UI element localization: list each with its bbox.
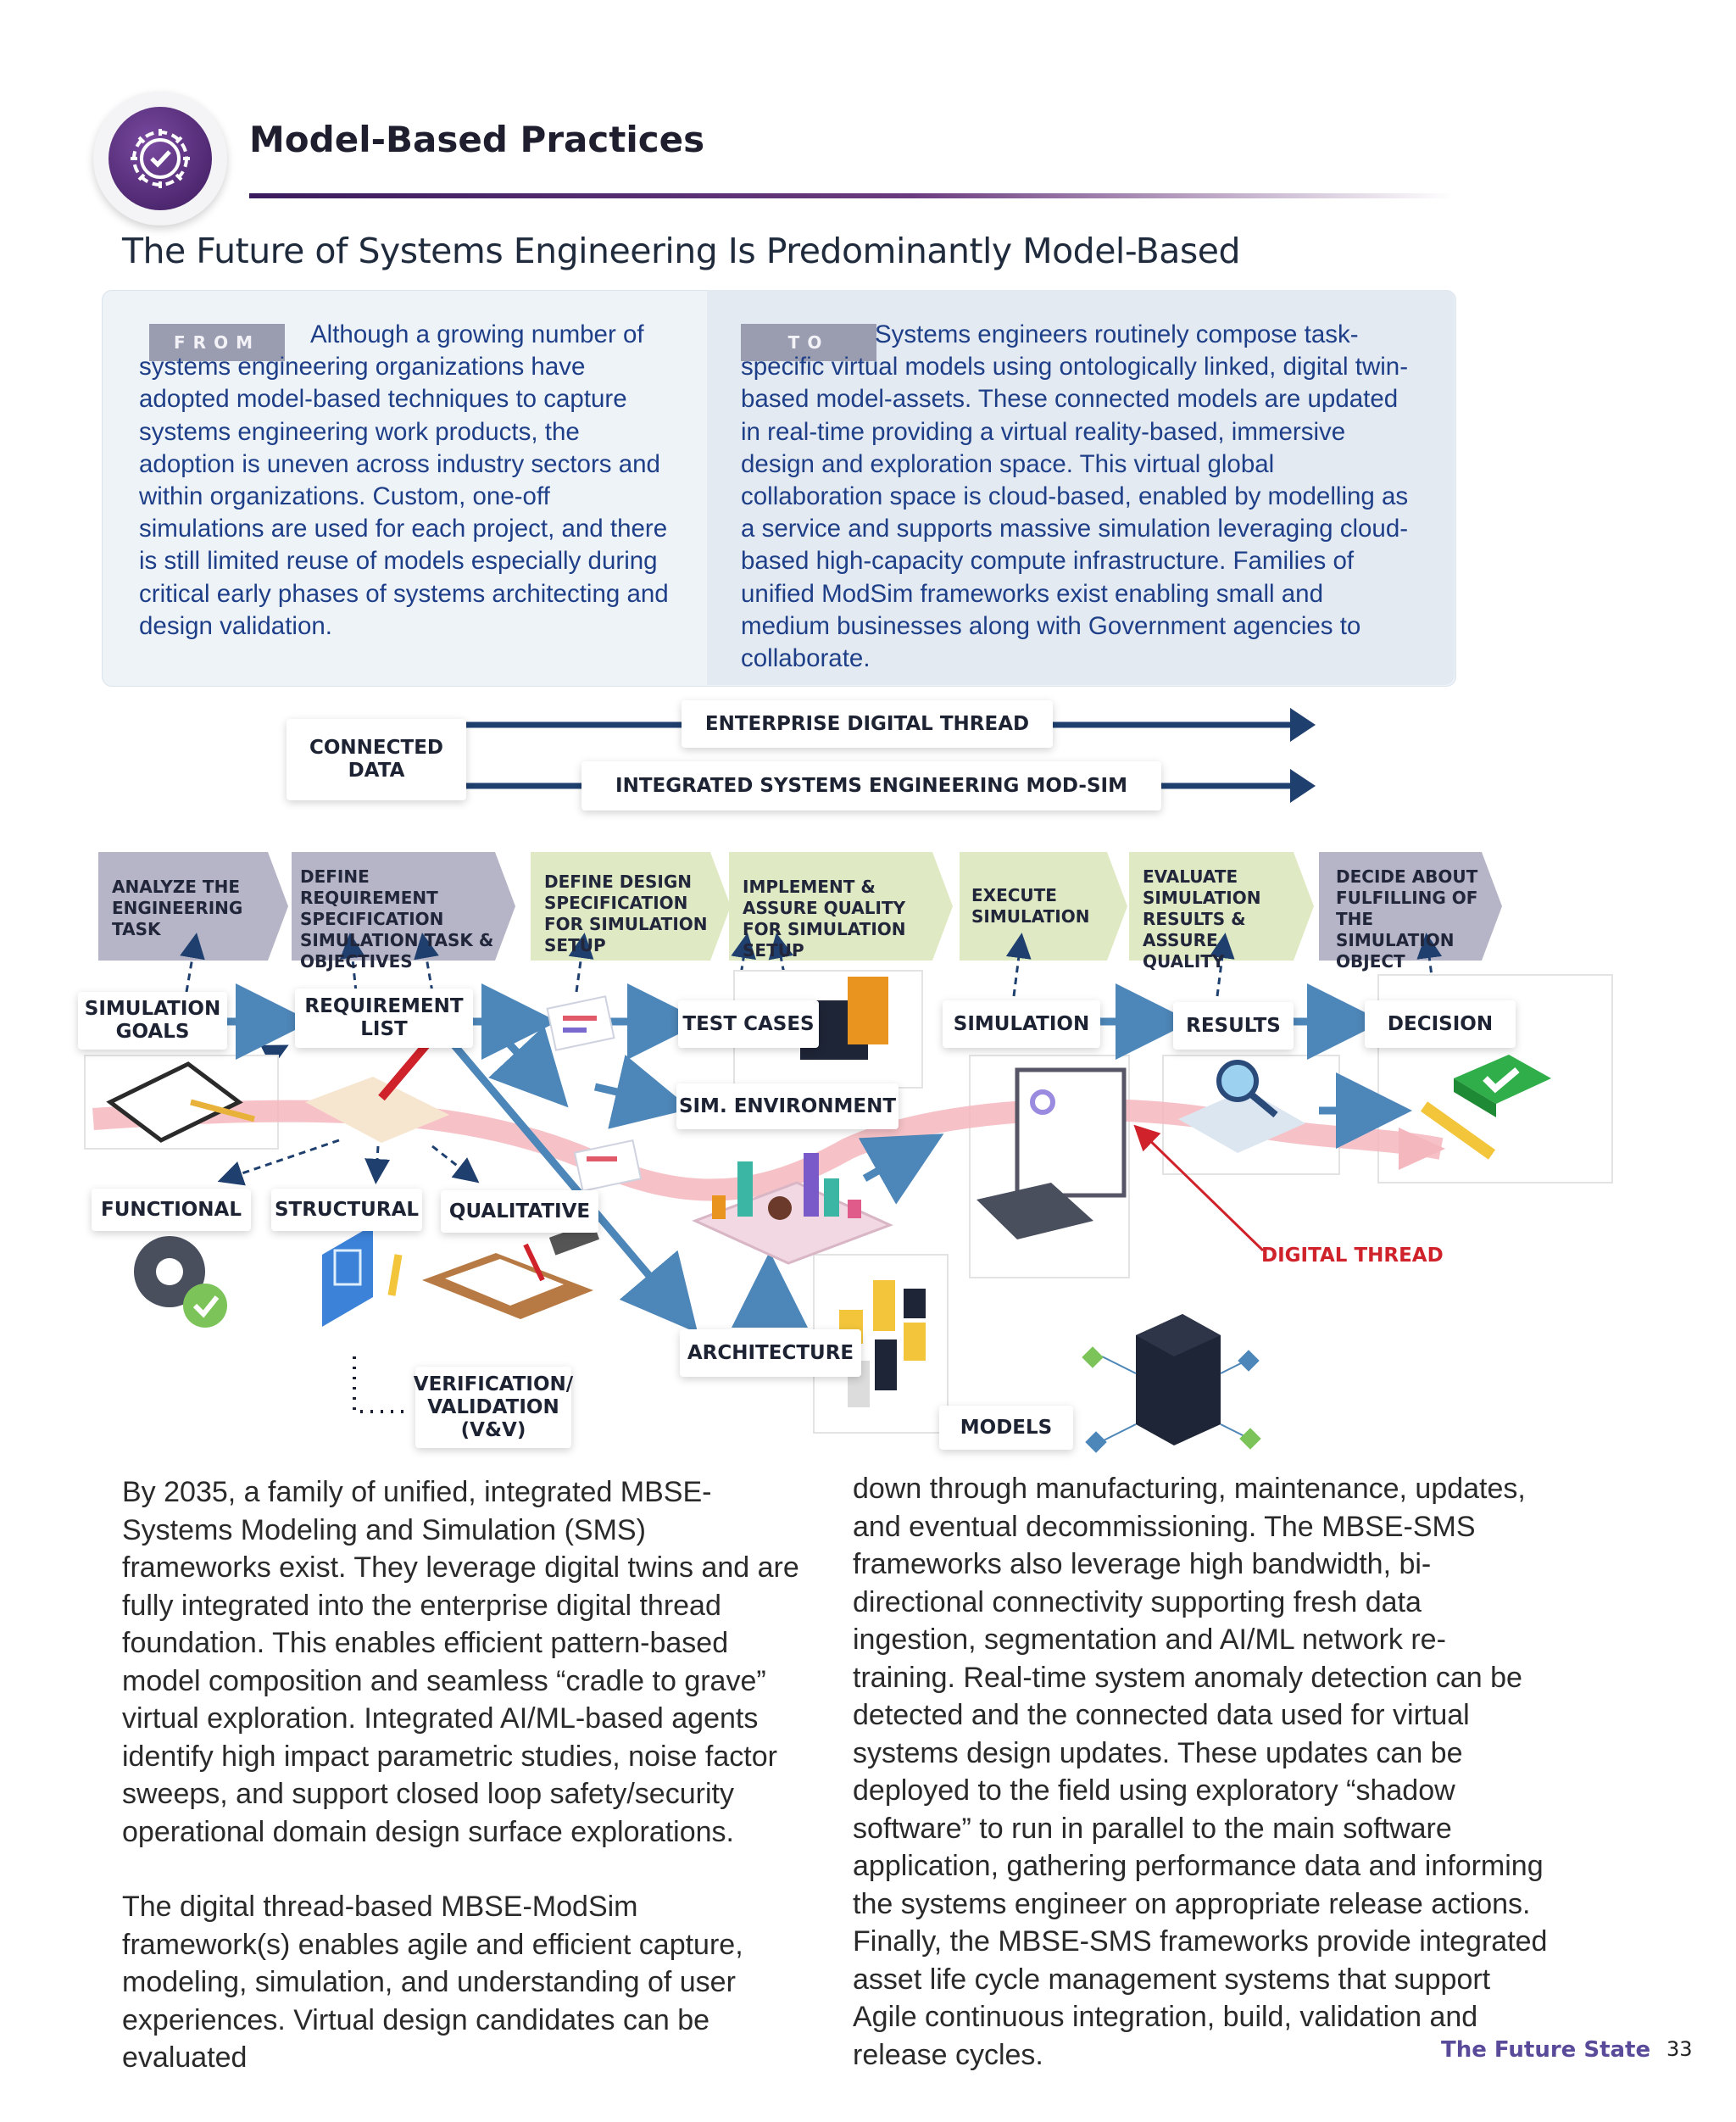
step-decide: DECIDE ABOUT FULFILLING OF THE SIMULATIO… <box>1336 866 1478 972</box>
step-evaluate-results: EVALUATE SIMULATION RESULTS & ASSURE QUA… <box>1143 866 1261 972</box>
blueprint-icon <box>322 1225 403 1327</box>
to-tag: TO <box>741 324 876 361</box>
structural-label: STRUCTURAL <box>271 1189 422 1231</box>
digital-thread-label: DIGITAL THREAD <box>1261 1245 1444 1267</box>
modsim-label: INTEGRATED SYSTEMS ENGINEERING MOD-SIM <box>581 761 1161 810</box>
section-title: Model-Based Practices <box>249 119 705 160</box>
body-paragraph: The digital thread-based MBSE-ModSim fra… <box>122 1891 743 2074</box>
step-implement-quality: IMPLEMENT & ASSURE QUALITY FOR SIMULATIO… <box>743 877 906 961</box>
page-number: 33 <box>1666 2037 1693 2061</box>
test-report-icon <box>546 995 615 1051</box>
body-right-column: down through manufacturing, maintenance,… <box>853 1470 1548 2074</box>
results-label: RESULTS <box>1173 1002 1294 1050</box>
step-define-requirement: DEFINE REQUIREMENT SPECIFICATION SIMULAT… <box>300 866 494 972</box>
body-left-column: By 2035, a family of unified, integrated… <box>122 1473 800 2077</box>
functional-label: FUNCTIONAL <box>92 1189 251 1231</box>
verification-label: VERIFICATION/ VALIDATION (V&V) <box>414 1367 573 1448</box>
models-label: MODELS <box>939 1406 1073 1450</box>
test-cases-label: TEST CASES <box>678 1000 819 1048</box>
gear-check-icon <box>108 107 212 210</box>
step-execute-simulation: EXECUTE SIMULATION <box>971 885 1090 927</box>
gear-icon <box>134 1236 227 1328</box>
body-paragraph: By 2035, a family of unified, integrated… <box>122 1476 799 1848</box>
server-icon <box>1082 1314 1261 1453</box>
page-heading: The Future of Systems Engineering Is Pre… <box>122 231 1241 271</box>
footer-section: The Future State <box>1441 2037 1651 2063</box>
from-text: Although a growing number of systems eng… <box>139 320 669 640</box>
step-define-design: DEFINE DESIGN SPECIFICATION FOR SIMULATI… <box>544 872 708 955</box>
computer-icon <box>976 1067 1127 1239</box>
sim-environment-label: SIM. ENVIRONMENT <box>676 1083 899 1129</box>
environment-report-icon <box>573 1139 643 1192</box>
from-tag: FROM <box>149 324 285 361</box>
requirement-list-label: REQUIREMENT LIST <box>295 989 473 1048</box>
to-text: Systems engineers routinely compose task… <box>741 320 1409 673</box>
body-paragraph: down through manufacturing, maintenance,… <box>853 1473 1548 2071</box>
vv-connector <box>353 1356 405 1413</box>
digital-thread-pointer <box>1133 1124 1265 1252</box>
enterprise-thread-label: ENTERPRISE DIGITAL THREAD <box>682 700 1053 748</box>
step-analyze-task: ANALYZE THE ENGINEERING TASK <box>112 877 243 939</box>
decision-check-icon <box>1420 1055 1551 1160</box>
decision-label: DECISION <box>1365 1000 1516 1048</box>
simulation-goals-label: SIMULATION GOALS <box>78 992 227 1050</box>
qualitative-label: QUALITATIVE <box>441 1190 598 1233</box>
connected-data-label: CONNECTED DATA <box>287 719 466 800</box>
requirement-paper-icon <box>305 1039 449 1143</box>
architecture-label: ARCHITECTURE <box>680 1329 861 1377</box>
notebook-icon <box>106 1061 255 1143</box>
title-divider <box>249 193 1453 198</box>
simulation-label: SIMULATION <box>943 1000 1100 1048</box>
clipboard-icon <box>422 1222 600 1319</box>
analytics-platform-icon <box>692 1153 893 1265</box>
magnifier-report-icon <box>1178 1060 1305 1153</box>
